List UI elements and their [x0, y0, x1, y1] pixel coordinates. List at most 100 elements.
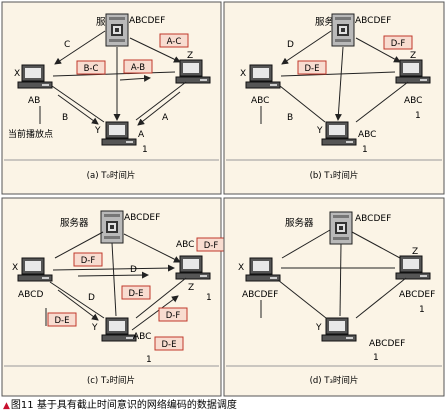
- playback-point-value: 1: [362, 145, 368, 155]
- edge-line: [280, 71, 396, 77]
- node-data-label: ABC: [251, 96, 269, 106]
- node-y-label: Y: [315, 323, 322, 333]
- node-y-label: Y: [94, 126, 101, 136]
- edge-arrow: [281, 30, 332, 65]
- server-label: 服务器: [60, 217, 89, 229]
- coded-packet-box: D-E: [47, 312, 77, 327]
- edge-label: B: [62, 113, 68, 123]
- edge-label: D: [130, 265, 137, 275]
- network-coding-figure: 服务器 ABCDEF X Z Y A-C B-C A-B C: [1, 1, 445, 397]
- coded-packet-box: D-E: [297, 60, 327, 75]
- svg-text:A-B: A-B: [131, 63, 145, 73]
- node-data-label: ABC: [358, 130, 376, 140]
- edge-arrow: [77, 271, 149, 279]
- panel-c: 服务器 ABCDEF X Z Y D-F D-F D-E D-E: [1, 197, 226, 397]
- edge-line: [135, 81, 187, 121]
- edge-arrow: [57, 289, 99, 321]
- edge-line: [135, 277, 187, 319]
- node-data-label: ABCDEF: [242, 290, 278, 300]
- svg-text:D-E: D-E: [55, 316, 70, 326]
- panel-b: 服务器 ABCDEF X Z Y D-F D-E D ABC ABC B ABC…: [223, 1, 445, 195]
- node-data-label: A: [138, 130, 145, 140]
- coded-packet-box: D-F: [383, 35, 413, 50]
- edge-label: B: [287, 113, 293, 123]
- coded-packet-box: D-F: [73, 252, 103, 267]
- node-x-label: X: [12, 263, 18, 273]
- server-data-label: ABCDEF: [355, 214, 391, 224]
- node-data-label: ABCDEF: [399, 290, 435, 300]
- svg-text:D-F: D-F: [166, 311, 181, 321]
- playback-point-value: 1: [206, 293, 212, 303]
- node-x-label: X: [14, 69, 20, 79]
- svg-text:D-F: D-F: [204, 241, 219, 251]
- edge-line: [111, 242, 117, 317]
- node-x-label: X: [238, 263, 244, 273]
- edge-arrow: [123, 233, 181, 263]
- node-data-label: ABC: [133, 332, 151, 342]
- svg-text:A-C: A-C: [167, 37, 182, 47]
- node-z-label: Z: [187, 51, 193, 61]
- node-y-label: Y: [91, 323, 98, 333]
- server-label: 服务器: [285, 217, 314, 229]
- server-data-label: ABCDEF: [129, 16, 165, 26]
- server-data-label: ABCDEF: [124, 213, 160, 223]
- svg-text:D-E: D-E: [305, 64, 320, 74]
- server-tower-icon: [329, 211, 353, 245]
- edge-line: [49, 281, 105, 319]
- edge-arrow: [119, 74, 151, 82]
- edge-arrow: [334, 46, 344, 121]
- svg-text:D-F: D-F: [391, 39, 406, 49]
- svg-text:D-E: D-E: [162, 340, 177, 350]
- playback-point-value: 1: [146, 355, 152, 365]
- node-data-label: ABC: [404, 96, 422, 106]
- node-data-label: ABCDEF: [369, 339, 405, 349]
- edge-arrow: [54, 30, 106, 65]
- node-data-label: AB: [28, 96, 40, 106]
- playback-point-value: 1: [142, 145, 148, 155]
- coded-packet-box: D-F: [196, 237, 226, 252]
- edge-line: [52, 71, 176, 77]
- svg-text:D-F: D-F: [81, 256, 96, 266]
- svg-text:D-E: D-E: [129, 289, 144, 299]
- panel-subtitle: (a) T₀时间片: [87, 170, 136, 181]
- coded-packet-box: A-B: [123, 59, 153, 74]
- edge-line: [51, 85, 105, 123]
- coded-packet-box: B-C: [76, 60, 106, 75]
- edge-line: [281, 229, 331, 259]
- server-tower-icon: [100, 210, 124, 244]
- panel-subtitle: (d) T₃时间片: [310, 375, 359, 386]
- edge-arrow: [355, 37, 401, 63]
- edge-label: D: [88, 293, 95, 303]
- server-tower-icon: [331, 13, 355, 47]
- playback-point-label: 当前播放点: [8, 128, 53, 140]
- coded-packet-box: D-F: [158, 307, 188, 322]
- panel-a: 服务器 ABCDEF X Z Y A-C B-C A-B C: [1, 1, 222, 195]
- playback-point-value: 1: [415, 111, 421, 121]
- edge-line: [279, 85, 326, 123]
- edge-line: [351, 231, 401, 259]
- coded-packet-box: D-E: [154, 336, 184, 351]
- node-x-label: X: [240, 69, 246, 79]
- node-z-label: Z: [410, 51, 416, 61]
- svg-text:B-C: B-C: [84, 64, 99, 74]
- node-data-label: ABCD: [18, 290, 43, 300]
- edge-label: D: [287, 40, 294, 50]
- edge-line: [355, 81, 409, 123]
- node-y-label: Y: [316, 126, 323, 136]
- panel-subtitle: (b) T₁时间片: [310, 170, 359, 181]
- edge-arrow: [137, 91, 181, 126]
- caption-marker-icon: ▲: [3, 401, 10, 411]
- playback-point-value: 1: [419, 305, 425, 315]
- coded-packet-box: D-E: [121, 285, 151, 300]
- edge-line: [339, 243, 342, 317]
- figure-caption: ▲图11 基于具有截止时间意识的网络编码的数据调度: [0, 398, 446, 414]
- edge-line: [277, 279, 327, 319]
- panel-d: 服务器 ABCDEF X Z Y ABCDEF ABCDEF ABCDEF 1 …: [223, 197, 445, 397]
- edge-arrow: [57, 94, 99, 125]
- edge-line: [355, 277, 407, 319]
- edge-label: A: [162, 113, 169, 123]
- coded-packet-box: A-C: [159, 33, 189, 48]
- edge-arrow: [131, 295, 179, 331]
- node-z-label: Z: [188, 283, 194, 293]
